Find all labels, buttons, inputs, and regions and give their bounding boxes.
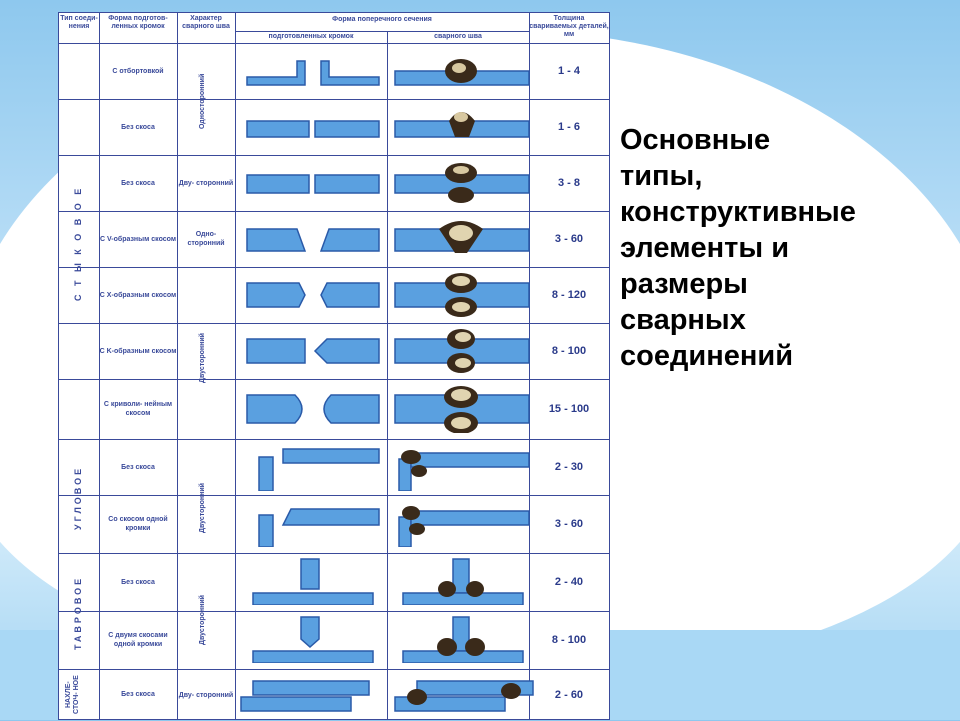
grid-line — [59, 99, 609, 100]
weld-sketch-v-bevel — [394, 221, 530, 253]
edge-row-2: Без скоса — [121, 123, 155, 131]
weld-sketch-corner — [398, 450, 530, 491]
group-butt: С Т Ы К О В О Е — [73, 185, 83, 301]
thickness-row-4: 3 - 60 — [554, 233, 584, 245]
grid-line — [235, 31, 529, 32]
seam-row-12: Дву- сторонний — [178, 691, 234, 699]
grid-line — [59, 379, 609, 380]
weld-sketch-no-bevel — [394, 112, 530, 138]
edge-row-8: Без скоса — [121, 463, 155, 471]
grid-line — [59, 669, 609, 670]
weld-sketch-tee — [402, 558, 524, 605]
header-joint-type: Тип соеди- нения — [60, 15, 98, 30]
group-lap: НАХЛЕ- СТОЧ- НОЕ — [65, 675, 80, 715]
edge-row-1: С отбортовкой — [112, 67, 164, 75]
edge-row-4: С V-образным скосом — [99, 235, 177, 243]
grid-line — [235, 13, 236, 719]
title-line: соединений — [620, 340, 794, 372]
seam-one-sided: Односторонний — [199, 73, 206, 129]
thickness-row-12: 2 - 60 — [554, 689, 584, 701]
edge-sketch-curved-bevel — [246, 394, 380, 424]
header-seam-character: Характер сварного шва — [182, 15, 230, 30]
edge-sketch-no-bevel-2 — [246, 174, 380, 194]
seam-row-4: Одно- сторонний — [187, 231, 225, 247]
grid-line — [529, 13, 530, 719]
thickness-row-10: 2 - 40 — [554, 576, 584, 588]
grid-line — [59, 323, 609, 324]
thickness-row-5: 8 - 120 — [551, 289, 587, 301]
edge-sketch-flanged — [246, 60, 380, 86]
header-prepared-edges: подготовленных кромок — [268, 33, 354, 40]
seam-two-sided-corner: Двусторонний — [199, 483, 206, 533]
weld-joints-table: Тип соеди- нения Форма подготов- ленных … — [58, 12, 610, 720]
group-tee: ТАВРОВОЕ — [73, 575, 83, 651]
edge-row-10: Без скоса — [121, 578, 155, 586]
thickness-row-7: 15 - 100 — [548, 403, 590, 415]
grid-line — [177, 13, 178, 719]
edge-sketch-corner-bevel — [258, 508, 380, 547]
title-line: Основные — [620, 124, 771, 156]
thickness-row-9: 3 - 60 — [554, 518, 584, 530]
edge-row-5: С X-образным скосом — [99, 291, 177, 299]
edge-row-3: Без скоса — [121, 179, 155, 187]
grid-line — [59, 155, 609, 156]
grid-line — [99, 13, 100, 719]
thickness-row-1: 1 - 4 — [557, 65, 580, 77]
thickness-row-8: 2 - 30 — [554, 461, 584, 473]
thickness-row-6: 8 - 100 — [551, 345, 587, 357]
seam-row-3: Дву- сторонний — [178, 179, 234, 187]
weld-sketch-tee-double-bevel — [402, 616, 524, 663]
header-thickness: Толщина свариваемых деталей, мм — [529, 15, 609, 38]
edge-sketch-corner-no-bevel — [258, 448, 380, 491]
grid-line — [59, 495, 609, 496]
seam-two-sided-tee: Двусторонний — [199, 595, 206, 645]
title-line: элементы и — [620, 232, 790, 264]
weld-sketch-flanged — [394, 59, 530, 86]
grid-line — [59, 439, 609, 440]
edge-sketch-k-bevel — [246, 338, 380, 364]
edge-sketch-no-bevel — [246, 120, 380, 138]
edge-sketch-tee-double-bevel — [252, 616, 374, 663]
edge-row-12: Без скоса — [121, 690, 155, 698]
weld-sketch-corner-bevel — [398, 506, 530, 547]
weld-sketch-two-sided — [394, 163, 530, 203]
edge-row-7: С криволи- нейным скосом — [103, 401, 173, 417]
grid-line — [59, 43, 609, 44]
grid-line — [59, 267, 609, 268]
edge-sketch-x-bevel — [246, 282, 380, 308]
grid-line — [59, 553, 609, 554]
header-weld-seam: сварного шва — [434, 33, 482, 40]
grid-line — [59, 611, 609, 612]
weld-sketch-curved-bevel — [394, 386, 530, 433]
edge-row-11: С двумя скосами одной кромки — [108, 632, 168, 648]
header-edge-form: Форма подготов- ленных кромок — [108, 15, 168, 30]
title-line: размеры — [620, 268, 748, 300]
grid-line — [59, 439, 99, 440]
title-line: типы, — [620, 160, 703, 192]
title-line: конструктивные — [620, 196, 856, 228]
seam-two-sided-butt: Двусторонний — [199, 333, 206, 383]
slide-title: Основные типы, конструктивные элементы и… — [620, 122, 950, 374]
weld-sketch-x-bevel — [394, 273, 530, 317]
edge-sketch-v-bevel — [246, 228, 380, 252]
thickness-row-2: 1 - 6 — [557, 121, 580, 133]
thickness-row-3: 3 - 8 — [557, 177, 580, 189]
edge-row-6: С K-образным скосом — [99, 347, 177, 355]
weld-sketch-lap — [394, 680, 534, 712]
edge-sketch-lap — [240, 680, 370, 712]
group-corner: УГЛОВОЕ — [73, 465, 83, 531]
title-line: сварных — [620, 304, 746, 336]
grid-line — [387, 31, 388, 719]
weld-sketch-k-bevel — [394, 329, 530, 373]
edge-sketch-tee-no-bevel — [252, 558, 374, 605]
grid-line — [59, 211, 609, 212]
edge-row-9: Со скосом одной кромки — [108, 516, 168, 532]
header-cross-section: Форма поперечного сечения — [332, 16, 432, 23]
thickness-row-11: 8 - 100 — [551, 634, 587, 646]
